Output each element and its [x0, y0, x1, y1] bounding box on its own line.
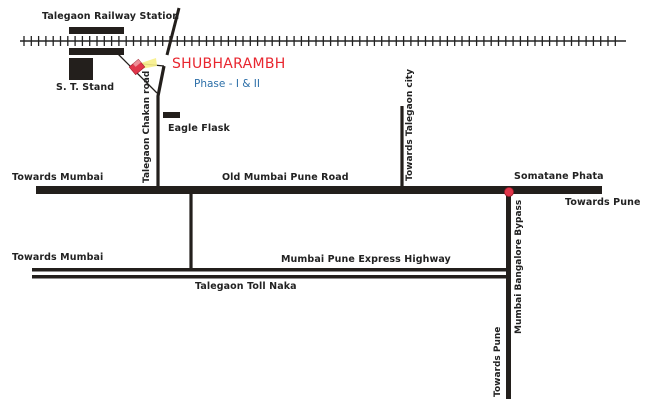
chakan-road-label: Talegaon Chakan road [142, 70, 152, 183]
towards-talegaon-city-label: Towards Talegaon city [405, 69, 415, 181]
project-location-marker[interactable] [128, 58, 146, 76]
somatane-phata-junction[interactable] [504, 187, 514, 197]
bangalore-bypass-label: Mumbai Bangalore Bypass [514, 199, 524, 334]
chakan-road [156, 65, 166, 187]
towards-pune-east-label: Towards Pune [565, 197, 641, 208]
express-highway-top[interactable] [32, 268, 506, 272]
railway-track [20, 36, 626, 46]
railway-station-platform-bottom [69, 48, 124, 55]
old-mumbai-pune-road[interactable] [36, 186, 602, 194]
express-highway-bottom[interactable] [32, 275, 506, 279]
somatane-phata-label: Somatane Phata [514, 171, 604, 182]
eagle-flask-block [163, 112, 180, 118]
st-stand-label: S. T. Stand [56, 82, 115, 93]
railway-station-platform-top [69, 27, 124, 34]
express-highway-label: Mumbai Pune Express Highway [281, 254, 451, 265]
overbridge-road [165, 7, 181, 56]
railway-station-label: Talegaon Railway Station [42, 11, 180, 22]
project-name: SHUBHARAMBH [172, 56, 286, 72]
st-stand-block [69, 58, 93, 80]
towards-mumbai-label-1: Towards Mumbai [12, 172, 104, 183]
old-mumbai-pune-road-label: Old Mumbai Pune Road [222, 172, 349, 183]
towards-pune-south-label: Towards Pune [493, 326, 503, 397]
towards-mumbai-label-2: Towards Mumbai [12, 252, 104, 263]
project-phase: Phase - I & II [194, 78, 260, 90]
eagle-flask-label: Eagle Flask [168, 123, 230, 134]
toll-naka-label: Talegaon Toll Naka [195, 281, 297, 292]
mumbai-bangalore-bypass[interactable] [506, 191, 511, 399]
